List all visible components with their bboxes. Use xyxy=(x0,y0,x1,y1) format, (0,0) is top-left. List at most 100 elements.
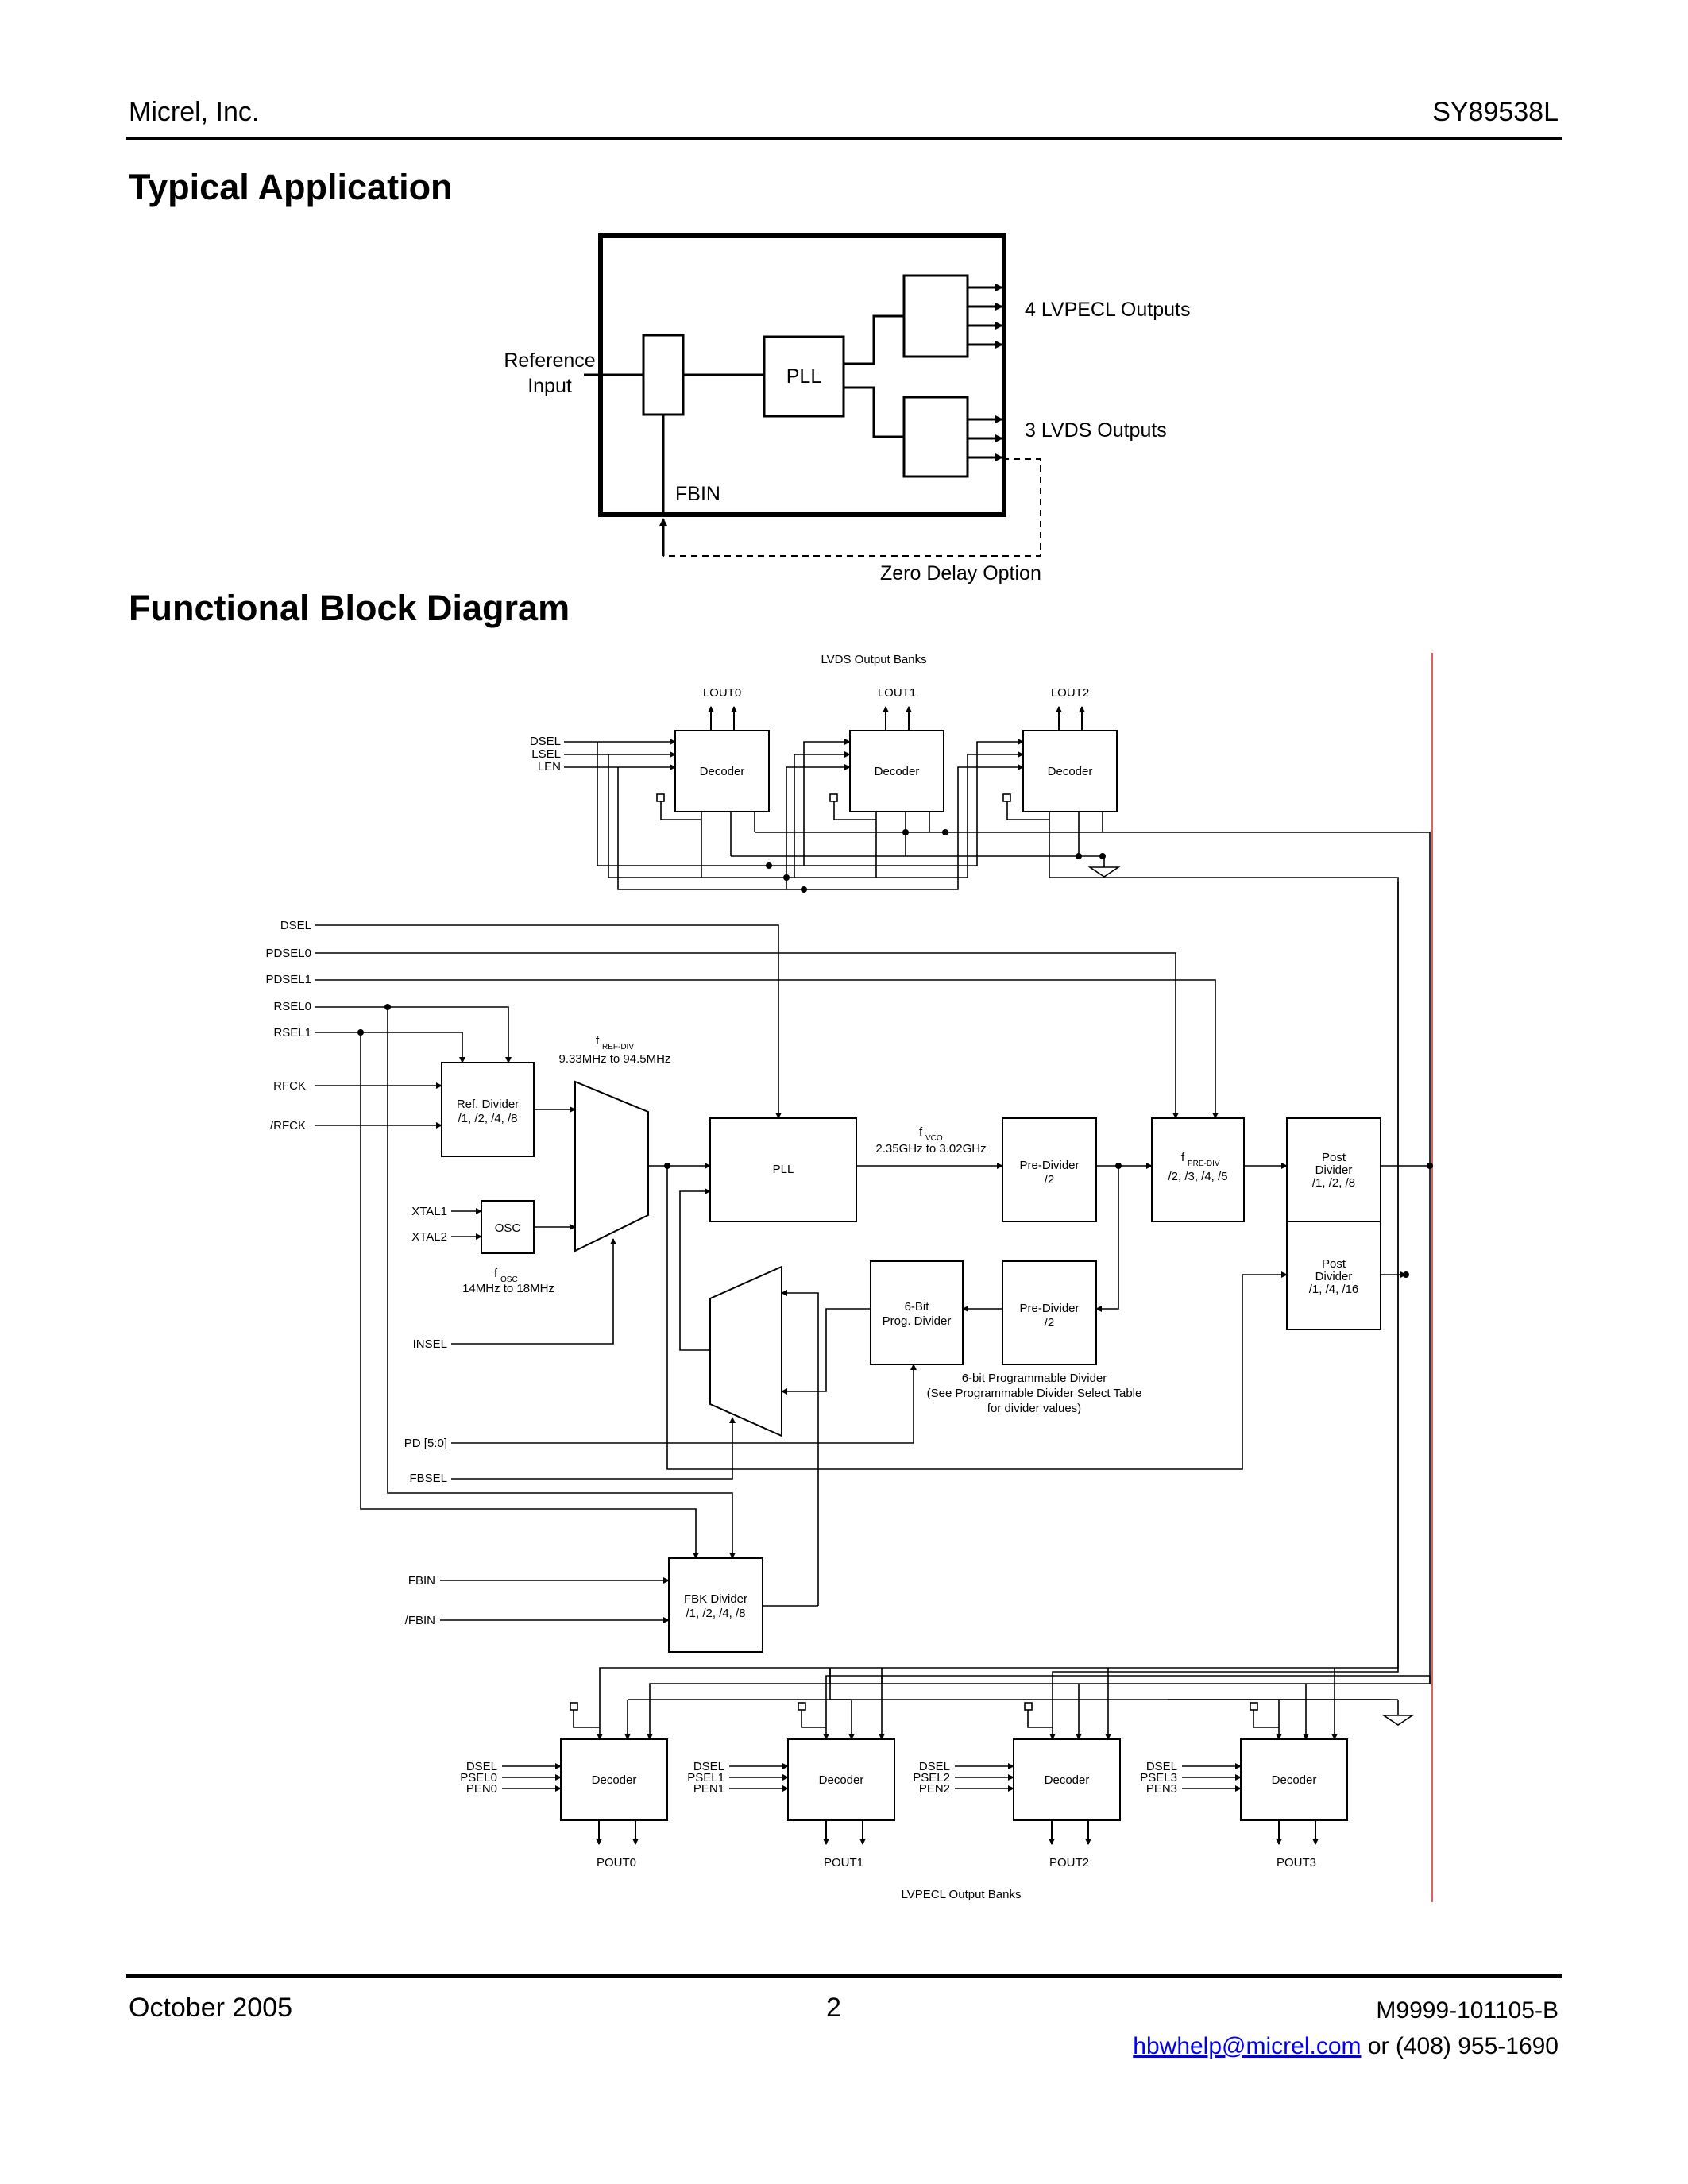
pout0-label: POUT0 xyxy=(597,1856,636,1870)
lvpecl-wiring xyxy=(573,1668,1431,1740)
xtal1-label: XTAL1 xyxy=(411,1205,447,1218)
lvpecl-outputs-label: 4 LVPECL Outputs xyxy=(1025,299,1190,321)
reference-input-label-2: Input xyxy=(527,375,572,397)
post-divider-1-block xyxy=(1286,1117,1381,1222)
input-buffer xyxy=(642,334,685,416)
nfbin-input-label: /FBIN xyxy=(405,1614,435,1627)
section-title-functional-block-diagram: Functional Block Diagram xyxy=(129,588,570,628)
footer-doc-number: M9999-101105-B xyxy=(1376,1997,1559,2024)
footer-contact: M9999-101105-B hbwhelp@micrel.com or (40… xyxy=(1133,1993,1559,2064)
fref-f: f xyxy=(596,1034,600,1048)
post-divider-2-line3: /1, /4, /16 xyxy=(1309,1283,1359,1296)
lvds-decoder-1-label: Decoder xyxy=(875,765,920,778)
pdsel1-label: PDSEL1 xyxy=(265,973,311,986)
b1-pen: PEN1 xyxy=(693,1782,724,1796)
pll-label: PLL xyxy=(786,365,822,388)
lvds-decoder-1 xyxy=(849,730,944,812)
prog-divider-label-2: Prog. Divider xyxy=(883,1314,952,1328)
fbk-divider-block xyxy=(668,1557,763,1653)
input-mux xyxy=(574,1080,649,1252)
pd-label: PD [5:0] xyxy=(404,1437,447,1450)
lvpecl-input-arrows xyxy=(502,1763,1242,1792)
b0-dsel: DSEL xyxy=(466,1760,497,1773)
header-rule xyxy=(126,137,1562,140)
pout3-label: POUT3 xyxy=(1277,1856,1316,1870)
b3-psel: PSEL3 xyxy=(1140,1771,1177,1785)
osc-block xyxy=(481,1200,535,1254)
nrfck-label: /RFCK xyxy=(270,1119,306,1133)
lvds-outputs-label: 3 LVDS Outputs xyxy=(1025,419,1167,442)
ref-divider-label: Ref. Divider xyxy=(457,1098,519,1111)
lvpecl-status-pins xyxy=(570,1702,1258,1711)
ref-divider-values: /1, /2, /4, /8 xyxy=(458,1112,517,1125)
core-wiring xyxy=(315,882,1431,1740)
pre-divider-block xyxy=(1002,1117,1097,1222)
dsel-label: DSEL xyxy=(280,919,311,932)
b1-dsel: DSEL xyxy=(693,1760,724,1773)
fbin-label: FBIN xyxy=(675,483,720,505)
lvds-status-pins xyxy=(656,793,1011,802)
top-dsel-label: DSEL xyxy=(530,735,561,748)
b0-psel: PSEL0 xyxy=(460,1771,497,1785)
lvpecl-decoder-1-label: Decoder xyxy=(819,1773,864,1787)
prog-divider-label-1: 6-Bit xyxy=(905,1300,930,1314)
footer-phone: or (408) 955-1690 xyxy=(1361,2033,1559,2059)
pll-core-block xyxy=(709,1117,857,1222)
prog-note-3: for divider values) xyxy=(987,1402,1081,1415)
reference-input-label: Reference xyxy=(504,349,595,372)
b0-pen: PEN0 xyxy=(466,1782,497,1796)
lvpecl-decoder-0-label: Decoder xyxy=(592,1773,637,1787)
post-divider-2-block xyxy=(1286,1221,1381,1330)
fpre-sub: PRE-DIV xyxy=(1188,1160,1220,1168)
ground-symbol-top xyxy=(1087,866,1121,878)
lout1-label: LOUT1 xyxy=(878,686,916,700)
pout2-label: POUT2 xyxy=(1049,1856,1089,1870)
footer-rule xyxy=(126,1974,1562,1978)
pre-div-select-block xyxy=(1151,1117,1245,1222)
typical-application-figure: Reference Input PLL 4 LVPECL Outputs 3 L… xyxy=(504,233,1190,585)
footer-date: October 2005 xyxy=(129,1993,293,2023)
pout-arrows xyxy=(596,1820,1319,1845)
pll-block xyxy=(763,335,845,418)
pre-divider-2-label: Pre-Divider xyxy=(1019,1302,1079,1315)
pdsel0-label: PDSEL0 xyxy=(265,947,311,960)
footer-email-link[interactable]: hbwhelp@micrel.com xyxy=(1133,2033,1362,2059)
insel-label: INSEL xyxy=(413,1337,447,1351)
fosc-range: 14MHz to 18MHz xyxy=(462,1282,554,1295)
prog-divider-block xyxy=(870,1260,964,1365)
osc-label: OSC xyxy=(495,1221,521,1235)
ref-divider-block xyxy=(441,1062,535,1157)
pre-divider-2-value: /2 xyxy=(1045,1316,1055,1329)
fosc-sub: OSC xyxy=(500,1275,518,1284)
post-divider-2-line1: Post xyxy=(1322,1257,1346,1271)
lvpecl-decoder-3-label: Decoder xyxy=(1272,1773,1317,1787)
lvds-banks-label: LVDS Output Banks xyxy=(821,653,926,666)
fbin-input-label: FBIN xyxy=(408,1574,435,1588)
post-divider-1-line3: /1, /2, /8 xyxy=(1312,1176,1355,1190)
lvds-buffer xyxy=(902,396,969,478)
ground-symbol-bottom xyxy=(1381,1715,1415,1726)
lvpecl-decoders xyxy=(560,1738,1348,1821)
fosc-f: f xyxy=(494,1267,498,1280)
fvco-range: 2.35GHz to 3.02GHz xyxy=(875,1142,986,1156)
fref-range: 9.33MHz to 94.5MHz xyxy=(559,1052,671,1066)
pll-core-label: PLL xyxy=(773,1163,794,1176)
pre-divider-2-block xyxy=(1002,1260,1097,1365)
lvds-decoder-0-label: Decoder xyxy=(700,765,745,778)
b2-psel: PSEL2 xyxy=(913,1771,950,1785)
b2-dsel: DSEL xyxy=(919,1760,950,1773)
fbk-divider-values: /1, /2, /4, /8 xyxy=(686,1607,745,1620)
header-part-number: SY89538L xyxy=(1432,97,1559,127)
fbsel-label: FBSEL xyxy=(409,1472,447,1485)
rsel0-label: RSEL0 xyxy=(273,1000,311,1013)
lout-arrows xyxy=(708,706,1085,731)
junction-dots xyxy=(357,829,1433,1278)
b3-dsel: DSEL xyxy=(1146,1760,1177,1773)
section-title-typical-application: Typical Application xyxy=(129,167,453,207)
lvpecl-buffer xyxy=(902,274,969,358)
zero-delay-path xyxy=(663,458,1041,557)
top-lsel-label: LSEL xyxy=(531,747,561,761)
pre-divider-label: Pre-Divider xyxy=(1019,1159,1079,1172)
top-len-label: LEN xyxy=(538,760,561,774)
post-divider-1-line1: Post xyxy=(1322,1151,1346,1164)
